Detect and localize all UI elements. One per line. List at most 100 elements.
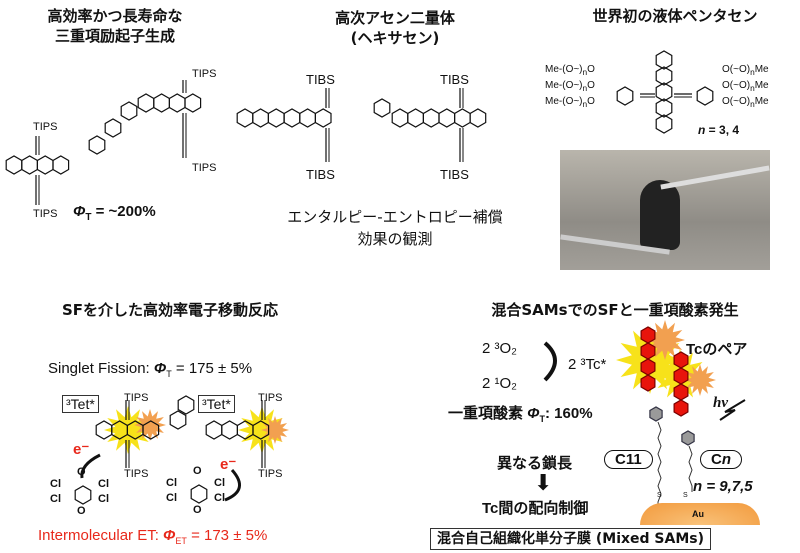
cn-label: Cn bbox=[700, 450, 743, 469]
hv-label: hν bbox=[713, 395, 728, 411]
down-arrow-icon: ⬇ bbox=[534, 471, 553, 496]
ring bbox=[314, 108, 332, 128]
excitation-burst bbox=[645, 320, 685, 360]
ring bbox=[407, 108, 424, 128]
electron-label: e⁻ bbox=[73, 441, 90, 458]
ring bbox=[236, 108, 254, 128]
panel-title-triplet: 高効率かつ長寿命な 三重項励起子生成 bbox=[10, 6, 220, 46]
ring bbox=[655, 114, 673, 134]
ring bbox=[655, 66, 673, 86]
me-label: Me bbox=[545, 96, 559, 107]
ring bbox=[655, 50, 673, 70]
caption-enthalpy-entropy: エンタルピー-エントロピー補償 効果の観測 bbox=[250, 206, 540, 250]
tips-label: TIPS bbox=[192, 68, 217, 80]
n-sub: n bbox=[750, 83, 755, 93]
tips-label: TIPS bbox=[192, 162, 217, 174]
ring bbox=[36, 155, 54, 175]
cl-label: Cl bbox=[98, 478, 109, 490]
mixed-sams-footer: 混合自己組織化単分子膜 (Mixed SAMs) bbox=[430, 528, 712, 550]
ring bbox=[168, 93, 186, 113]
gold-substrate: Au bbox=[640, 503, 760, 525]
cl-label: Cl bbox=[166, 492, 177, 504]
ring bbox=[205, 420, 223, 440]
tips-label: TIPS bbox=[33, 208, 58, 220]
tc-pair-label: Tcのペア bbox=[686, 341, 748, 358]
ring bbox=[104, 118, 122, 138]
o-label: O bbox=[193, 504, 202, 516]
o-label: O bbox=[77, 505, 86, 517]
ring bbox=[391, 108, 409, 128]
ring bbox=[616, 86, 634, 106]
ring bbox=[655, 98, 673, 118]
c-label: C bbox=[711, 451, 722, 468]
excitation-burst bbox=[134, 409, 166, 441]
et-value: = 173 ± 5% bbox=[186, 527, 268, 544]
conversion-arrow bbox=[543, 341, 557, 382]
n-sub: n bbox=[750, 99, 755, 109]
tetracene-ring bbox=[673, 383, 689, 401]
phi-symbol: Φ bbox=[153, 360, 167, 377]
o-label: O bbox=[193, 465, 202, 477]
ring bbox=[142, 420, 160, 440]
n-sub: n bbox=[582, 67, 588, 77]
tetracene-ring bbox=[640, 374, 656, 392]
n-sub: n bbox=[582, 99, 588, 109]
intermolecular-et-yield: Intermolecular ET: ΦET = 173 ± 5% bbox=[38, 527, 267, 546]
tips-label: TIPS bbox=[124, 392, 149, 404]
sf-label: Singlet Fission: bbox=[48, 360, 154, 377]
title-line: 高効率かつ長寿命な bbox=[47, 7, 183, 25]
ring bbox=[438, 108, 456, 128]
cl-label: Cl bbox=[98, 493, 109, 505]
ring bbox=[454, 108, 471, 128]
caption-line: エンタルピー-エントロピー補償 bbox=[287, 208, 503, 226]
phenyl-ring bbox=[681, 430, 695, 446]
title-line: (ヘキサセン) bbox=[350, 29, 440, 47]
cl-label: Cl bbox=[214, 477, 225, 489]
ring bbox=[120, 101, 138, 121]
tips-label: TIPS bbox=[258, 468, 283, 480]
electron-arrow bbox=[224, 468, 241, 502]
excitation-burst bbox=[684, 364, 716, 396]
phenyl-ring bbox=[649, 406, 663, 422]
yield-value: = ~200% bbox=[91, 203, 156, 220]
ring bbox=[422, 108, 440, 128]
triplet-tetracene-label: ³Tet* bbox=[62, 395, 99, 413]
alkyl-chain bbox=[688, 445, 693, 492]
panel-title-electron-transfer: SFを介した高効率電子移動反応 bbox=[61, 301, 279, 319]
caption-line: 効果の観測 bbox=[357, 230, 433, 248]
panel-title-hexacene: 高次アセン二量体 (ヘキサセン) bbox=[290, 8, 500, 48]
title-line: 三重項励起子生成 bbox=[54, 27, 175, 45]
phi-sub: ET bbox=[175, 536, 187, 546]
panel-title-liquid-pentacene: 世界初の液体ペンタセン bbox=[592, 7, 758, 25]
n-sub: n bbox=[750, 67, 755, 77]
ring bbox=[252, 420, 270, 440]
alkyl-chain bbox=[657, 421, 662, 506]
n-values: n = 9,7,5 bbox=[693, 478, 753, 495]
ring bbox=[184, 93, 202, 113]
o-label: O bbox=[77, 466, 86, 478]
cl-label: Cl bbox=[214, 492, 225, 504]
electron-label: e⁻ bbox=[220, 456, 237, 473]
so-value: : 160% bbox=[545, 405, 593, 422]
chloranil-left: O Cl Cl Cl Cl O bbox=[50, 466, 115, 521]
sf-value: = 175 ± 5% bbox=[171, 360, 253, 377]
excitation-burst bbox=[261, 416, 289, 444]
liquid-pentacene-photo bbox=[560, 150, 770, 270]
phi-symbol: Φ bbox=[527, 405, 540, 422]
ring bbox=[252, 108, 269, 128]
triplet-tetracene-label: ³Tet* bbox=[198, 395, 235, 413]
panel-title-mixed-sams: 混合SAMsでのSFと一重項酸素発生 bbox=[491, 301, 739, 319]
triplet-tetracene: 2 ³Tc* bbox=[568, 356, 607, 373]
et-label: Intermolecular ET: bbox=[38, 527, 164, 544]
peg-chains-left: Me-(O~)nO Me-(O~)nO Me-(O~)nO bbox=[545, 64, 595, 109]
chloranil-right: O Cl Cl Cl Cl O bbox=[166, 465, 231, 520]
tibs-label: TIBS bbox=[440, 167, 469, 182]
ring bbox=[696, 86, 714, 106]
so-label: 一重項酸素 bbox=[448, 405, 528, 422]
ring bbox=[221, 420, 238, 440]
n-italic: n bbox=[721, 451, 732, 468]
ring bbox=[299, 108, 316, 128]
phi-sub: T bbox=[539, 414, 546, 424]
ring bbox=[177, 395, 195, 415]
